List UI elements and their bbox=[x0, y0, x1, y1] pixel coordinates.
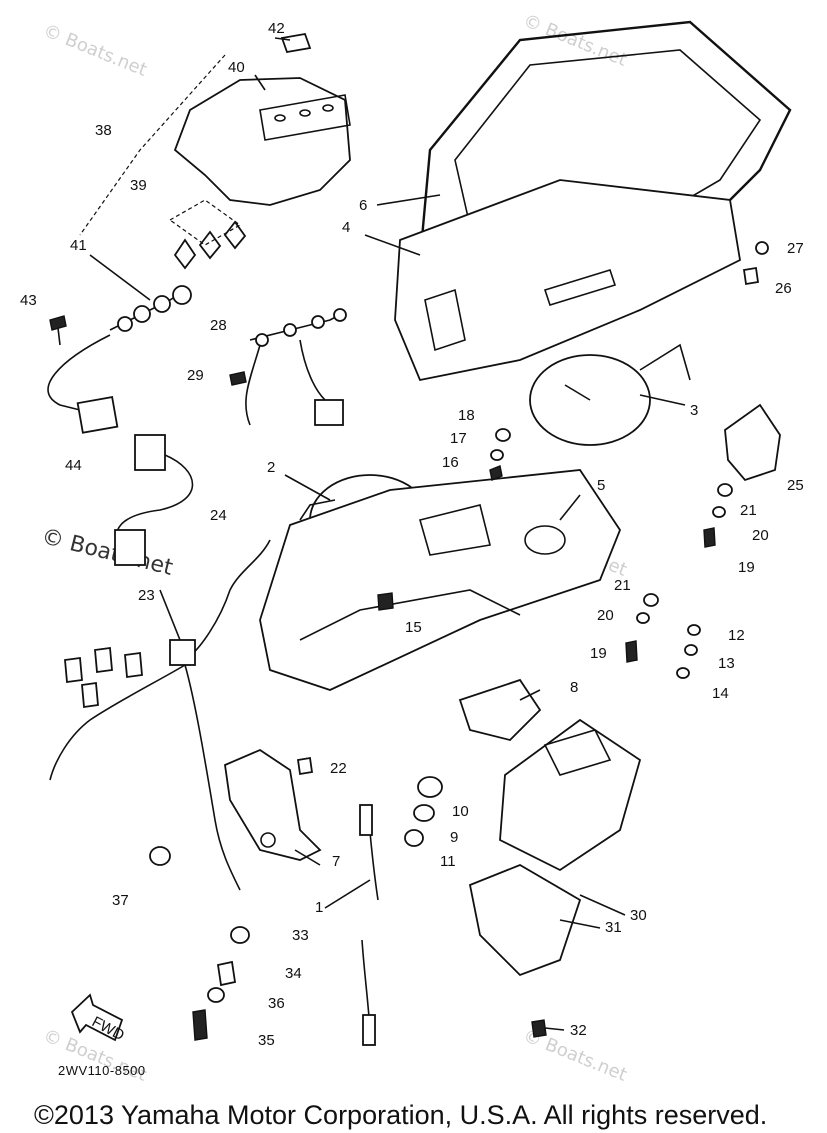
part-label: 29 bbox=[187, 367, 204, 384]
part-label: 5 bbox=[597, 477, 605, 494]
part-label: 3 bbox=[690, 402, 698, 419]
part-label: 42 bbox=[268, 20, 285, 37]
part-label: 2 bbox=[267, 459, 275, 476]
part-label: 44 bbox=[65, 457, 82, 474]
part-label: 13 bbox=[718, 655, 735, 672]
part-label: 12 bbox=[728, 627, 745, 644]
part-label: 10 bbox=[452, 803, 469, 820]
part-label: 4 bbox=[342, 219, 350, 236]
part-label: 19 bbox=[738, 559, 755, 576]
part-label: 36 bbox=[268, 995, 285, 1012]
part-label: 41 bbox=[70, 237, 87, 254]
part-label: 33 bbox=[292, 927, 309, 944]
part-label: 32 bbox=[570, 1022, 587, 1039]
bracket bbox=[224, 748, 322, 861]
part-label: 9 bbox=[450, 829, 458, 846]
meter-lower-case bbox=[259, 469, 622, 691]
part-label: 28 bbox=[210, 317, 227, 334]
part-label: 30 bbox=[630, 907, 647, 924]
part-label: 16 bbox=[442, 454, 459, 471]
part-label: 43 bbox=[20, 292, 37, 309]
part-label: 22 bbox=[330, 760, 347, 777]
part-label: 20 bbox=[752, 527, 769, 544]
part-label: 15 bbox=[405, 619, 422, 636]
part-label: 20 bbox=[597, 607, 614, 624]
part-label: 18 bbox=[458, 407, 475, 424]
part-label: 31 bbox=[605, 919, 622, 936]
forward-arrow-icon: FWD bbox=[70, 993, 127, 1044]
part-label: 23 bbox=[138, 587, 155, 604]
part-label: 25 bbox=[787, 477, 804, 494]
part-label: 38 bbox=[95, 122, 112, 139]
part-label: 37 bbox=[112, 892, 129, 909]
exploded-parts-diagram: FWD 42 40 38 39 41 43 28 29 6 4 27 26 3 … bbox=[20, 20, 804, 1049]
part-label: 1 bbox=[315, 899, 323, 916]
part-label: 19 bbox=[590, 645, 607, 662]
part-label: 35 bbox=[258, 1032, 275, 1049]
part-label: 8 bbox=[570, 679, 578, 696]
part-label: 6 bbox=[359, 197, 367, 214]
part-label: 11 bbox=[440, 853, 456, 870]
part-label: 34 bbox=[285, 965, 302, 982]
part-label: 17 bbox=[450, 430, 467, 447]
part-label: 7 bbox=[332, 853, 340, 870]
part-label: 21 bbox=[614, 577, 631, 594]
meter-case bbox=[394, 179, 741, 382]
part-label: 39 bbox=[130, 177, 147, 194]
part-code: 2WV110-8500 bbox=[58, 1063, 146, 1078]
part-label: 21 bbox=[740, 502, 757, 519]
part-label: 40 bbox=[228, 59, 245, 76]
copyright-notice: ©2013 Yamaha Motor Corporation, U.S.A. A… bbox=[34, 1100, 768, 1130]
indicator-housing bbox=[173, 77, 351, 206]
part-label: 27 bbox=[787, 240, 804, 257]
part-label: 26 bbox=[775, 280, 792, 297]
part-label: 14 bbox=[712, 685, 729, 702]
part-label: 24 bbox=[210, 507, 227, 524]
